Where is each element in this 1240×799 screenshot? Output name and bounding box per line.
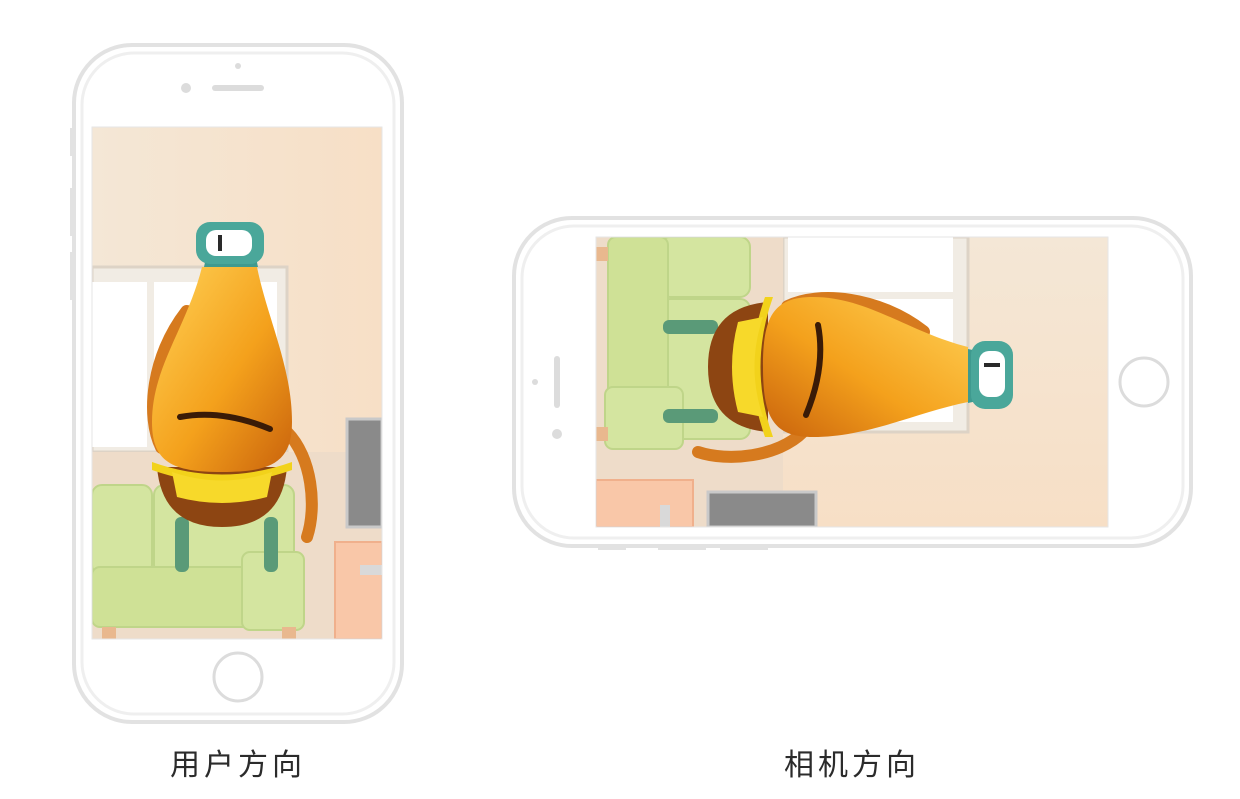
caption-user-orientation: 用户方向 [170, 748, 306, 783]
landscape-phone [512, 216, 1193, 550]
home-button-icon [212, 651, 264, 703]
portrait-phone [70, 43, 404, 724]
portrait-screen [92, 127, 382, 639]
caption-camera-orientation: 相机方向 [784, 748, 920, 783]
camera-icon [235, 63, 241, 69]
speaker-icon [212, 85, 264, 91]
landscape-screen [596, 237, 1108, 527]
